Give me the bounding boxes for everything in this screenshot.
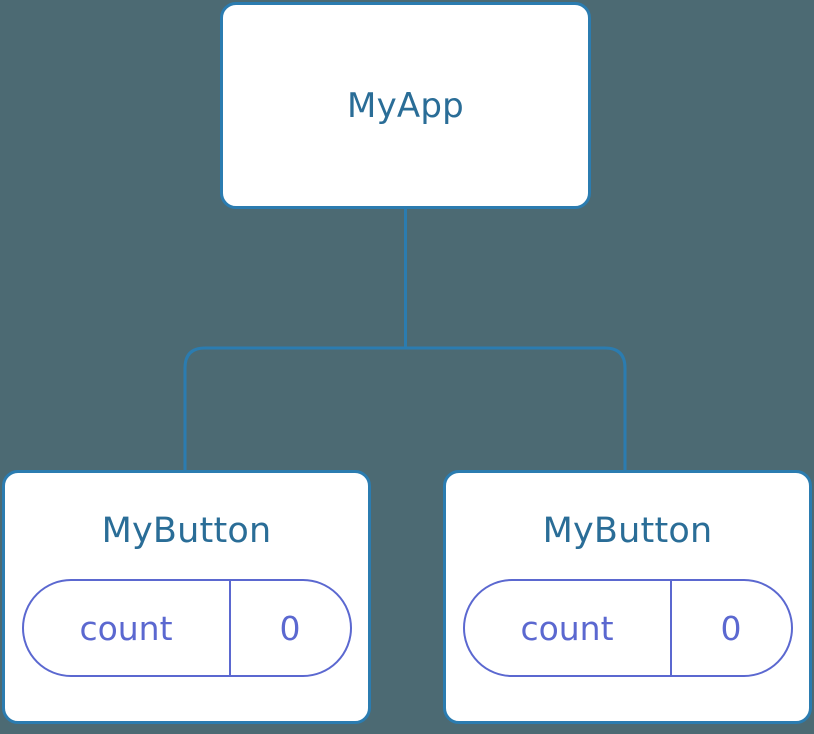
- node-card-child-0[interactable]: MyButton count 0: [2, 470, 371, 724]
- state-pill-divider-child-1: [669, 581, 672, 675]
- node-label-child-1: MyButton: [542, 511, 713, 551]
- state-value-child-0: 0: [279, 608, 301, 648]
- node-card-child-1[interactable]: MyButton count 0: [443, 470, 812, 724]
- state-key-child-0: count: [79, 608, 173, 648]
- state-pill-child-0[interactable]: count 0: [21, 579, 352, 677]
- node-label-child-0: MyButton: [101, 511, 272, 551]
- state-pill-child-1[interactable]: count 0: [462, 579, 793, 677]
- state-value-child-1: 0: [720, 608, 742, 648]
- state-pill-divider-child-0: [228, 581, 231, 675]
- node-card-root[interactable]: MyApp: [220, 2, 591, 209]
- state-key-child-1: count: [520, 608, 614, 648]
- node-label-root: MyApp: [347, 85, 464, 126]
- connector-branch-left: [183, 346, 406, 472]
- connector-branch-right: [405, 346, 627, 472]
